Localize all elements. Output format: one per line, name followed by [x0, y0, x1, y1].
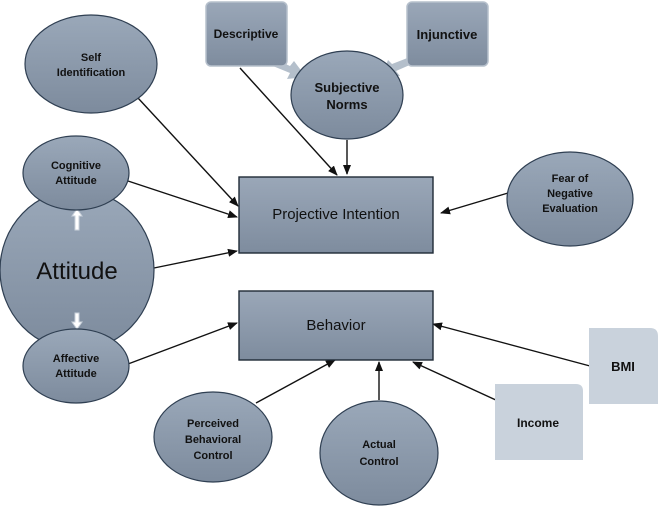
actual-control-label-line2: Control: [359, 456, 398, 468]
perceived-label-line3: Control: [193, 450, 232, 462]
cognitive-attitude-label-line1: Cognitive: [51, 160, 101, 172]
bmi-node: BMI: [589, 328, 658, 404]
descriptive-label: Descriptive: [214, 27, 279, 41]
behavior-node: Behavior: [238, 290, 434, 361]
cognitive-attitude-node: Cognitive Attitude: [22, 135, 130, 211]
arrow-bmi-to-behavior: [432, 322, 591, 367]
injunctive-label: Injunctive: [417, 27, 478, 42]
arrow-self-identification-to-intention: [137, 97, 239, 207]
projective-intention-label: Projective Intention: [272, 206, 400, 223]
attitude-inner-arrows: [71, 208, 83, 330]
arrow-attitude-to-intention: [153, 248, 238, 269]
fear-label-line3: Evaluation: [542, 203, 598, 215]
arrow-affective-to-behavior: [127, 322, 238, 365]
arrow-fear-to-intention: [440, 192, 509, 215]
self-identification-label-line2: Identification: [57, 67, 126, 79]
perceived-label-line2: Behavioral: [185, 434, 241, 446]
fear-label-line2: Negative: [547, 188, 593, 200]
behavior-label: Behavior: [306, 317, 365, 334]
perceived-behavioral-control-node: Perceived Behavioral Control: [153, 391, 273, 483]
arrow-income-to-behavior: [412, 361, 499, 402]
income-label: Income: [517, 416, 559, 430]
affective-attitude-node: Affective Attitude: [22, 328, 130, 404]
subjective-norms-node: Subjective Norms: [290, 50, 404, 140]
arrows: [127, 67, 591, 404]
attitude-up-arrow: [71, 208, 83, 231]
fear-label-line1: Fear of: [552, 173, 589, 185]
descriptive-node: Descriptive: [205, 1, 288, 67]
injunctive-node: Injunctive: [406, 1, 489, 67]
subjective-norms-label-line1: Subjective: [314, 80, 379, 95]
attitude-down-arrow: [71, 312, 83, 330]
self-identification-node: Self Identification: [24, 14, 158, 114]
actual-control-node: Actual Control: [319, 400, 439, 506]
attitude-label: Attitude: [36, 258, 117, 285]
arrow-cognitive-to-intention: [127, 180, 238, 218]
cognitive-attitude-label-line2: Attitude: [55, 175, 97, 187]
perceived-label-line1: Perceived: [187, 418, 239, 430]
fear-of-negative-evaluation-node: Fear of Negative Evaluation: [506, 151, 634, 247]
projective-intention-node: Projective Intention: [238, 176, 434, 254]
affective-attitude-label-line2: Attitude: [55, 368, 97, 380]
self-identification-label-line1: Self: [81, 52, 102, 64]
affective-attitude-label-line1: Affective: [53, 353, 99, 365]
bmi-label: BMI: [611, 359, 635, 374]
actual-control-label-line1: Actual: [362, 439, 396, 451]
arrow-perceived-control-to-behavior: [255, 359, 336, 404]
arrow-descriptive-to-intention: [239, 67, 338, 176]
income-node: Income: [495, 384, 583, 460]
subjective-norms-label-line2: Norms: [326, 97, 367, 112]
